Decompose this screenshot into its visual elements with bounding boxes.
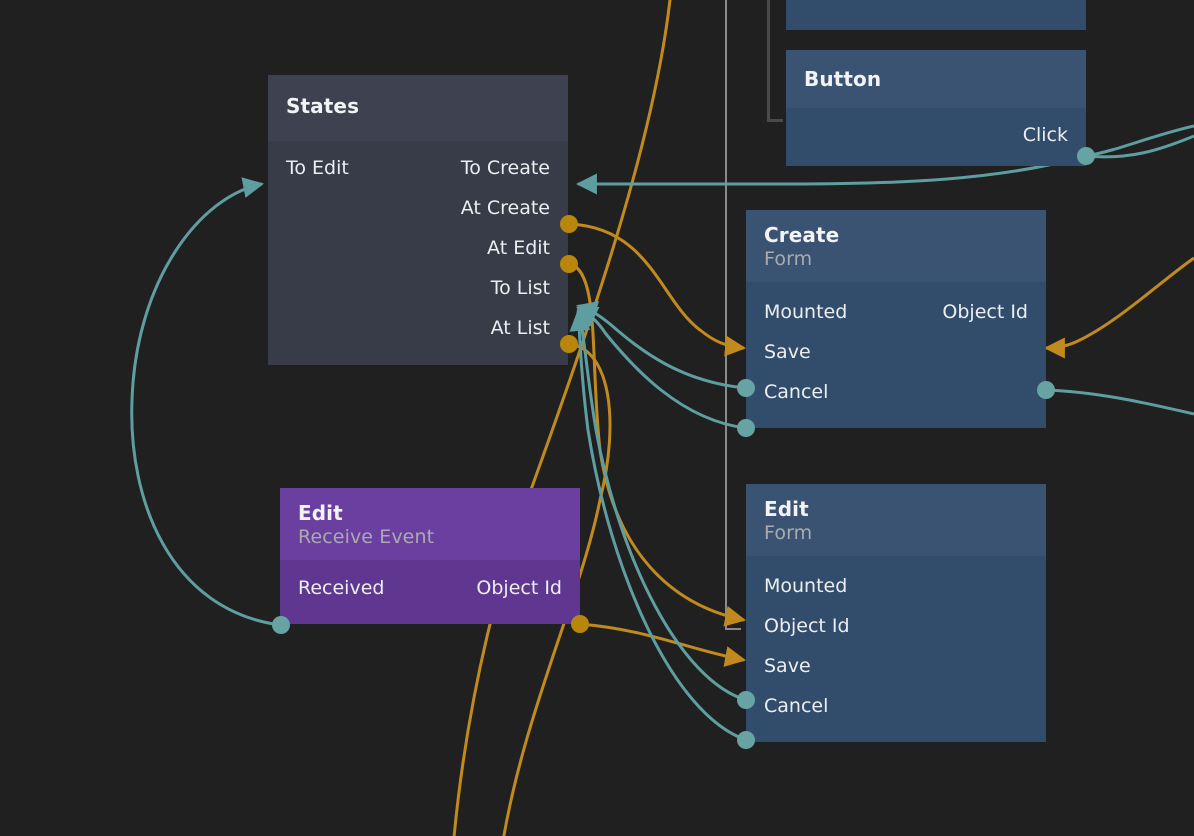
node-title: Button [804,67,882,91]
port-label-object-id: Object Id [476,576,562,599]
port-label-to-list: To List [490,277,550,300]
edit-form-node-header: Edit Form [746,484,1046,557]
port-label-to-create: To Create [460,157,550,180]
edge-edit-save-to-list [573,307,747,702]
node-create-form[interactable]: Create Form Mounted Object Id Save Cance… [746,210,1046,470]
port-label-create-object-id: Object Id [942,300,1028,323]
edge-at-edit-to-edit-mounted [569,262,747,627]
port-label-at-list: At List [490,317,550,340]
node-edit-form[interactable]: Edit Form Mounted Object Id Save Cancel [746,484,1046,778]
port-row-to-list[interactable]: To List [268,269,568,309]
port-label-save: Save [764,340,811,363]
group-guide-line-light [725,0,727,630]
port-row-at-edit[interactable]: At Edit [268,229,568,269]
create-node-body: Mounted Object Id Save Cancel [746,282,1046,429]
edge-create-out-to-offscreen [1045,388,1194,416]
edge-offscreen-to-create-objectid [1043,256,1194,359]
edge-button-click-right-a [1085,124,1194,158]
port-row-received[interactable]: Received Object Id [280,568,580,608]
port-label-object-id: Object Id [764,614,850,637]
edit-form-node-body: Mounted Object Id Save Cancel [746,556,1046,743]
port-row-edit-cancel[interactable]: Cancel [746,686,1046,726]
node-subtitle: Form [764,521,813,544]
port-label-to-edit: To Edit [286,157,349,180]
port-label-save: Save [764,654,811,677]
port-row-create-mounted[interactable]: Mounted Object Id [746,292,1046,332]
states-node-body: To Edit To Create At Create At Edit To L… [268,140,568,365]
port-row-create-cancel[interactable]: Cancel [746,372,1046,412]
port-row-click[interactable]: Click [786,116,1086,156]
port-label-mounted: Mounted [764,574,848,597]
button-node-header: Button [786,50,1086,108]
clipped-node-body [786,0,1086,30]
node-title: States [286,94,360,118]
port-row-edit-save[interactable]: Save [746,646,1046,686]
node-edit-receive-event[interactable]: Edit Receive Event Received Object Id [280,488,580,662]
edge-create-cancel-to-list [576,306,747,430]
edge-button-click-right-b [1085,134,1194,159]
edit-event-node-header: Edit Receive Event [280,488,580,561]
edge-create-save-to-list [575,301,747,390]
edge-received-to-to-edit [130,177,281,627]
node-title: Edit [764,497,809,521]
node-subtitle: Form [764,247,813,270]
edge-event-objectid-to-editform-objectid [579,622,747,667]
edit-event-node-body: Received Object Id [280,560,580,625]
edge-edit-cancel-to-list [569,309,747,742]
create-node-header: Create Form [746,210,1046,283]
group-guide-foot-light [725,628,741,630]
node-subtitle: Receive Event [298,525,435,548]
port-row-create-save[interactable]: Save [746,332,1046,372]
group-guide-line-dark [767,0,770,122]
port-row-edit-mounted[interactable]: Mounted [746,566,1046,606]
button-node-body: Click [786,107,1086,166]
group-guide-foot-dark [767,119,783,122]
node-title: Edit [298,501,343,525]
port-row-at-list[interactable]: At List [268,309,568,349]
states-node-header: States [268,75,568,141]
port-label-cancel: Cancel [764,380,829,403]
port-label-mounted: Mounted [764,300,848,323]
port-row-edit-object-id[interactable]: Object Id [746,606,1046,646]
port-label-cancel: Cancel [764,694,829,717]
node-button[interactable]: Button Click [786,50,1086,190]
node-title: Create [764,223,840,247]
port-label-at-create: At Create [460,197,550,220]
edge-at-create-to-create-mounted [569,222,747,357]
node-states[interactable]: States To Edit To Create At Create At Ed… [268,75,568,380]
port-label-received: Received [298,576,385,599]
port-row-to-edit[interactable]: To Edit To Create [268,149,568,189]
port-row-at-create[interactable]: At Create [268,189,568,229]
node-clipped-top[interactable] [786,0,1086,30]
port-label-at-edit: At Edit [487,237,550,260]
port-label-click: Click [1022,124,1068,147]
